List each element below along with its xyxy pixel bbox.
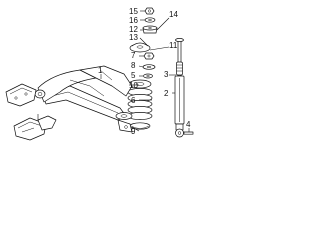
callout-11: 11 [169, 41, 178, 50]
callout-2: 2 [164, 89, 169, 98]
callout-14: 14 [169, 10, 178, 19]
callout-7: 7 [131, 51, 136, 60]
callout-10: 10 [129, 81, 138, 90]
callout-6: 6 [131, 96, 136, 105]
lower-nut-part [143, 52, 155, 60]
upper-spring-insulator-part [129, 42, 151, 53]
spacer-part [142, 64, 156, 70]
cover-plate-part [37, 115, 57, 131]
lower-bracket-part [13, 117, 47, 141]
callout-5: 5 [131, 71, 136, 80]
callout-1: 1 [98, 66, 103, 75]
washer-part [144, 17, 156, 23]
leader-lines [37, 10, 190, 132]
callout-12: 12 [129, 25, 138, 34]
bracket-part [5, 83, 37, 107]
grommet-part [143, 73, 153, 79]
upper-bushing-part [142, 25, 158, 34]
callout-15: 15 [129, 7, 138, 16]
nut-part [144, 7, 155, 15]
callout-8: 8 [131, 61, 136, 70]
callout-16: 16 [129, 16, 138, 25]
parts-diagram: 15 16 14 12 13 11 7 8 5 1 10 6 9 2 3 4 [5, 7, 194, 141]
rear-axle-beam-part [34, 65, 133, 133]
lower-spring-insulator-part [129, 122, 151, 130]
shock-absorber-part [174, 38, 194, 138]
callout-13: 13 [129, 33, 138, 42]
callout-9: 9 [131, 127, 136, 136]
callout-3: 3 [164, 70, 169, 79]
coil-spring-part [127, 88, 153, 120]
callout-4: 4 [186, 120, 191, 129]
